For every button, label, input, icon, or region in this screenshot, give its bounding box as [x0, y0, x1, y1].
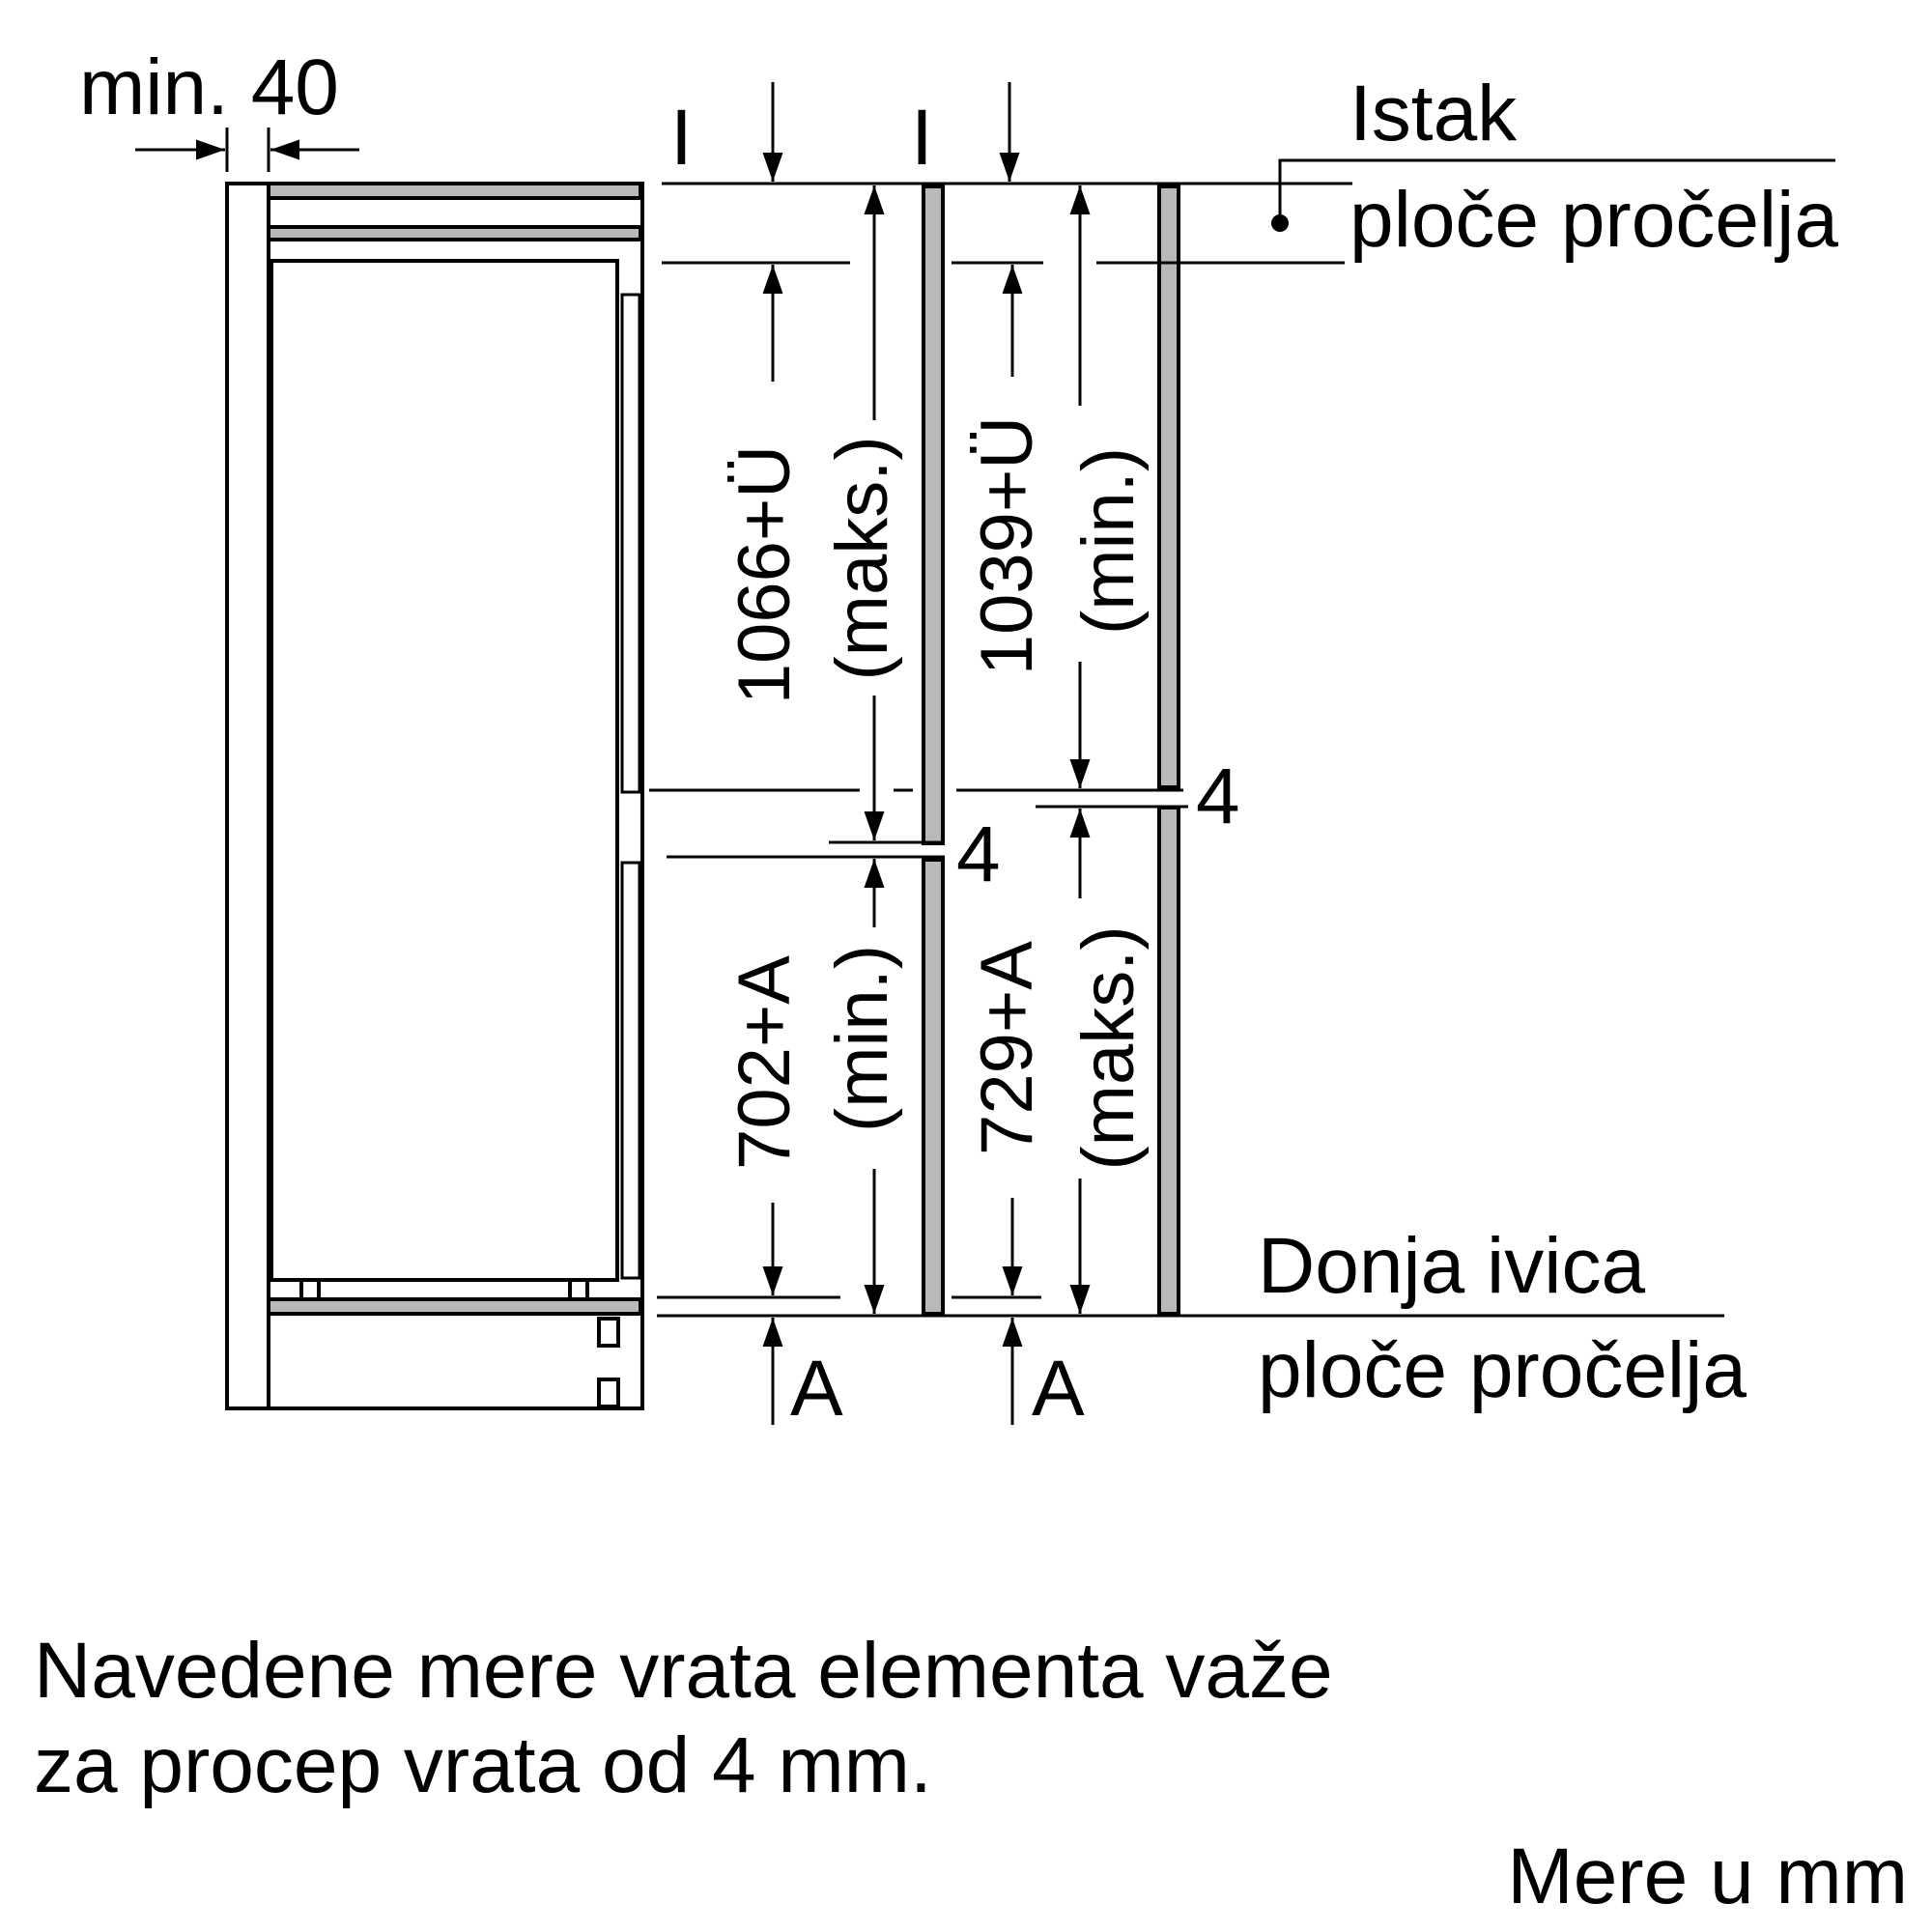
footer-notes: Navedene mere vrata elementa važe za pro…	[34, 1627, 1908, 1920]
appliance-body	[270, 259, 619, 1282]
dim-upper-right-note: (min.)	[1067, 447, 1150, 635]
bottom-rail	[267, 1297, 642, 1316]
dim-upper-left-note: (maks.)	[821, 436, 903, 680]
plinth-block-1	[597, 1317, 620, 1348]
min-gap-label: min. 40	[79, 43, 339, 131]
mark-mid: I	[911, 94, 933, 182]
istak-label-line1: Istak	[1350, 70, 1518, 157]
cabinet-side-view	[225, 182, 644, 1410]
panel-lower-right	[1157, 806, 1180, 1316]
cabinet-outline	[225, 182, 644, 1410]
mark-left: I	[670, 94, 693, 182]
units-note: Mere u mm	[1507, 1833, 1908, 1920]
min-gap-dimension: min. 40	[79, 43, 359, 172]
dimension-arrows	[762, 185, 1091, 1425]
panel-upper-left	[922, 185, 945, 845]
gap-labels: 4 4 A A	[790, 753, 1240, 1433]
dim-lower-left-note: (min.)	[821, 945, 903, 1132]
donja-label-line1: Donja ivica	[1258, 1222, 1645, 1310]
top-rail-1	[267, 182, 642, 200]
top-rail-2	[267, 225, 642, 242]
istak-label-line2: ploče pročelja	[1350, 176, 1838, 264]
annotations: Istak ploče pročelja Donja ivica ploče p…	[1258, 70, 1838, 1414]
dim-lower-left-value: 702+A	[724, 955, 806, 1170]
note-line1: Navedene mere vrata elementa važe	[34, 1627, 1333, 1715]
panel-upper-right	[1157, 185, 1180, 789]
top-markers: I I	[670, 82, 1020, 182]
dim-upper-right-value: 1039+Ü	[966, 416, 1048, 675]
hinge-strip-lower	[620, 861, 641, 1280]
dimension-labels: 1066+Ü (maks.) 1039+Ü (min.) 702+A (min.…	[724, 416, 1150, 1171]
dim-lower-right-value: 729+A	[966, 941, 1048, 1155]
dim-lower-right-note: (maks.)	[1067, 925, 1150, 1170]
plinth-block-2	[597, 1378, 620, 1408]
gap-left-label: 4	[956, 810, 1001, 898]
reference-lines	[649, 158, 1835, 1318]
a-right-label: A	[1032, 1345, 1085, 1433]
note-line2: za procep vrata od 4 mm.	[34, 1721, 932, 1809]
a-left-label: A	[790, 1345, 843, 1433]
gap-right-label: 4	[1196, 753, 1240, 840]
dim-upper-left-value: 1066+Ü	[724, 445, 806, 704]
door-panels	[922, 185, 1180, 1316]
hinge-strip-upper	[620, 293, 641, 794]
panel-lower-left	[922, 858, 945, 1316]
donja-label-line2: ploče pročelja	[1258, 1326, 1747, 1414]
